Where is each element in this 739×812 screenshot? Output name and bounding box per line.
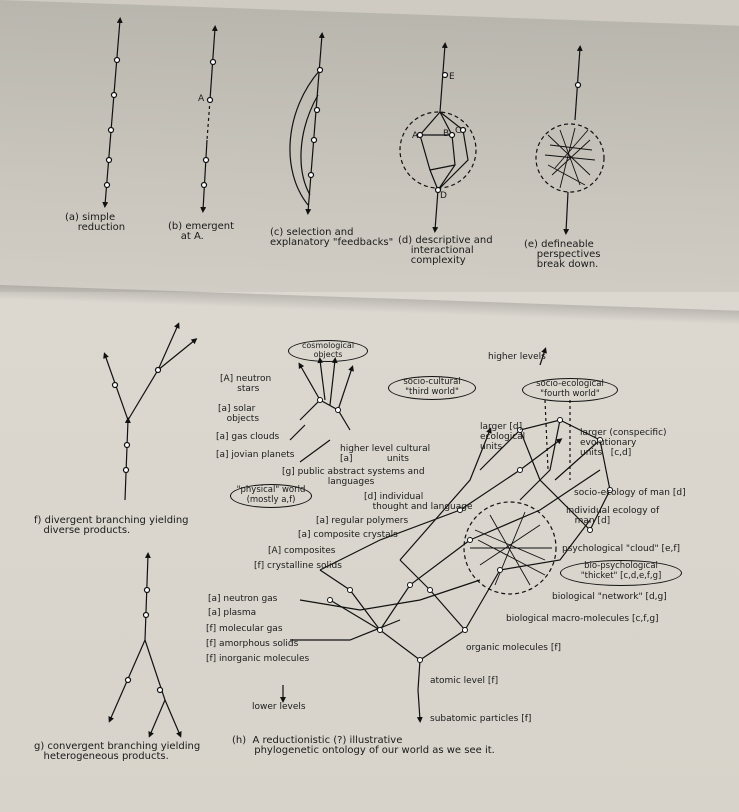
label-solar-objects: [a] solar objects [218,404,260,424]
caption-h: (h) A reductionistic (?) illustrative ph… [232,735,495,756]
label-regular-polymers: [a] regular polymers [316,516,409,526]
label-plasma: [a] plasma [208,608,257,618]
node-label-a: A [412,131,419,141]
caption-c: (c) selection and explanatory "feedbacks… [270,227,394,248]
label-crystalline: [f] crystalline solids [254,561,342,571]
oval-cosmological: cosmological objects [288,340,368,362]
caption-a: (a) simple reduction [65,212,126,233]
fig-g-tree [108,552,182,738]
label-lower-levels: lower levels [252,702,306,712]
label-higher-levels: higher levels [488,352,546,362]
label-individual-thought: [d] individual thought and language [364,492,473,512]
label-larger-conspecific: larger (conspecific) evolutionary units … [580,428,667,458]
node-label-c: C [455,126,462,136]
oval-physical: "physical" world (mostly a,f) [230,484,312,508]
fig-d-circle [399,42,477,233]
label-organic: organic molecules [f] [466,643,562,653]
fig-a-chain [102,17,123,208]
label-amorphous: [f] amorphous solids [206,639,299,649]
label-neutron-gas: [a] neutron gas [208,594,278,604]
label-bio-network: biological "network" [d,g] [552,592,667,602]
fig-c-chain [289,32,325,215]
label-molecular-gas: [f] molecular gas [206,624,283,634]
label-atomic: atomic level [f] [430,676,499,686]
caption-b: (b) emergent at A. [168,221,235,242]
caption-e: (e) defineable perspectives break down. [524,239,601,270]
caption-d: (d) descriptive and interactional comple… [398,235,493,266]
label-higher-cultural: higher level cultural [a] units [340,444,431,464]
node-label-a-b: A [198,94,205,104]
oval-bio-psych: bio-psychological "thicket" [c,d,e,f,g] [560,560,682,586]
node-label-b: B [443,129,450,139]
fig-f-tree [103,322,198,501]
caption-f: f) divergent branching yielding diverse … [34,515,189,536]
fig-e-circle [535,45,605,235]
node-label-e: E [449,72,455,82]
label-larger-ecological: larger [d] ecological units [480,422,526,452]
oval-socioecological: socio-ecological "fourth world" [522,378,618,402]
label-individual-ecology: individual ecology of man [d] [566,506,660,526]
label-jovian: [a] jovian planets [216,450,295,460]
label-bio-macro: biological macro-molecules [c,f,g] [506,614,659,624]
lower-page [0,292,739,812]
label-gas-clouds: [a] gas clouds [216,432,280,442]
label-composite-crystals: [a] composite crystals [298,530,398,540]
label-public-abstract: [g] public abstract systems and language… [282,467,425,487]
label-subatomic: subatomic particles [f] [430,714,532,724]
node-label-d: D [440,191,447,201]
label-socio-ecology-man: socio-ecology of man [d] [574,488,686,498]
label-composites: [A] composites [268,546,336,556]
caption-g: g) convergent branching yielding heterog… [34,741,201,762]
label-psych-cloud: psychological "cloud" [e,f] [562,544,681,554]
oval-sociocultural: socio-cultural "third world" [388,376,476,400]
fig-b-chain [200,25,218,213]
label-inorganic: [f] inorganic molecules [206,654,310,664]
label-neutron-stars: [A] neutron stars [220,374,272,394]
